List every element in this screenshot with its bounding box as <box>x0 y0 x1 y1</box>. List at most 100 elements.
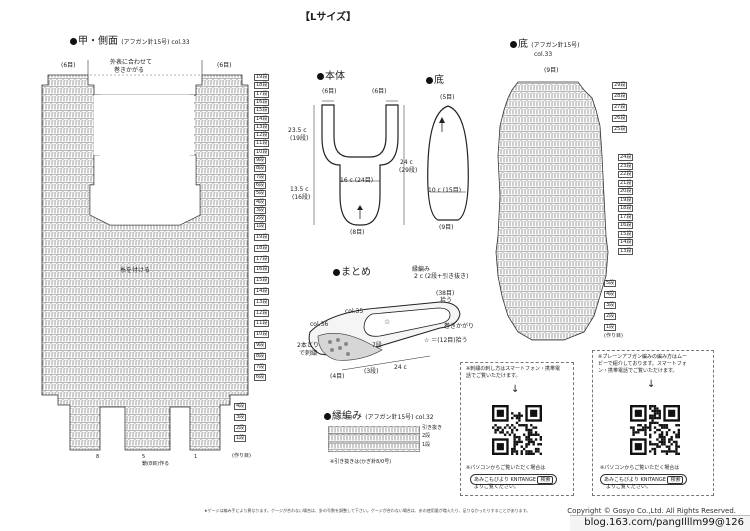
qr-right-search-pill[interactable]: あみこもびより KNITANGE 検索 <box>600 474 688 485</box>
row-label: 7段 <box>254 173 267 181</box>
row-label: 18段 <box>618 205 634 212</box>
row-label: 20段 <box>618 188 634 195</box>
sole-top-count: (9目) <box>544 67 559 74</box>
row-label: 11段 <box>254 320 270 328</box>
body-right-count: (6目) <box>372 88 387 95</box>
qr-right-note-3: ン・携帯電話でご覧いただけます。 <box>598 368 678 374</box>
sole-small-title: 底 <box>426 76 444 86</box>
body-h1: 23.5 c <box>288 127 307 134</box>
sole-small-bottom: (9目) <box>439 224 454 231</box>
upper-note-1: 外表に合わせて <box>110 59 153 66</box>
qr-left-search-pill[interactable]: あみこもびより KNITANGE 検索 <box>470 474 558 485</box>
row-label: 13段 <box>254 123 270 131</box>
row-label: 2段 <box>604 313 617 320</box>
body-width: 16 c (24目) <box>340 177 374 184</box>
upper-num-1: 1 <box>194 454 198 460</box>
row-label: 23段 <box>618 162 634 170</box>
sole-section-title: 底 (アフガン針15号) <box>510 40 580 50</box>
row-label: 16段 <box>618 222 634 229</box>
sole-tail-note: (作り目) <box>604 333 623 339</box>
sole-col: col.33 <box>534 51 553 58</box>
upper-bottom-note: 鎖(8目)作る <box>142 461 170 467</box>
row-label: 3段 <box>234 413 247 421</box>
row-label: 26段 <box>612 115 628 122</box>
body-h1-rows: (19段) <box>290 135 309 142</box>
sole-small-diagram <box>427 105 469 221</box>
row-label: 24段 <box>618 154 634 161</box>
assembly-side-2: で刺繍 <box>299 350 318 357</box>
qr-right-note-2: ビーで紹介しております。スマートフォ <box>598 361 687 367</box>
row-label: 4段 <box>254 198 267 206</box>
row-label: 4段 <box>604 291 617 298</box>
row-label: 1段 <box>254 223 267 231</box>
sole-small-top: (5目) <box>440 94 455 101</box>
footnote: ★ゲージは編み手により異なります。ゲージが合わない場合は、針の号数を調整して下さ… <box>204 508 531 513</box>
qr-right-arrow-icon: ↓ <box>647 379 656 390</box>
qr-left-after: よりご覧ください。 <box>474 484 519 490</box>
row-label: 8段 <box>254 352 267 360</box>
qr-code-left[interactable] <box>492 405 542 455</box>
bullet-icon <box>70 37 77 45</box>
assembly-three: (3段) <box>364 368 379 375</box>
upper-num-8: 8 <box>96 454 100 460</box>
row-label: 12段 <box>254 132 270 140</box>
row-label: 2段 <box>234 424 247 432</box>
qr-code-right[interactable] <box>630 405 680 455</box>
assembly-38-pick: 拾う <box>440 297 453 304</box>
page-title: 【Lサイズ】 <box>300 12 357 23</box>
qr-left-note-1: ※刺繍の刺し方はスマートフォン・携帯電 <box>466 366 561 372</box>
row-label: 15段 <box>254 277 270 285</box>
row-label: 18段 <box>254 244 270 252</box>
bullet-icon <box>426 76 433 84</box>
row-label: 19段 <box>254 234 270 241</box>
assembly-edge-1: 縁編み <box>412 266 431 273</box>
assembly-38: (38目) <box>436 290 455 297</box>
row-label: 19段 <box>254 74 270 81</box>
row-label: 21段 <box>618 179 634 187</box>
row-label: 22段 <box>618 171 634 178</box>
sole-small-width: 10 c (15目) <box>428 187 462 194</box>
row-label: 28段 <box>612 93 628 100</box>
sole-chart <box>495 81 609 341</box>
assembly-seven: 7段 <box>372 342 382 349</box>
edging-chart <box>328 426 420 452</box>
body-h2: 13.5 c <box>290 186 309 193</box>
search-button[interactable]: 検索 <box>667 476 684 484</box>
row-label: 10段 <box>254 148 270 156</box>
row-label: 16段 <box>254 98 270 106</box>
body-bottom: (8目) <box>350 229 365 236</box>
edging-row-pull: 引き抜き <box>422 425 443 431</box>
upper-num-5: 5 <box>142 454 146 460</box>
row-label: 18段 <box>254 82 270 90</box>
row-label: 1段 <box>234 435 247 443</box>
bullet-icon <box>324 412 331 420</box>
upper-tail-note: (作り目) <box>232 453 251 459</box>
row-label: 13段 <box>618 247 634 255</box>
qr-left-pc: ※パソコンからご覧いただく場合は <box>466 465 546 471</box>
upper-chart <box>41 60 249 451</box>
assembly-side-1: 2本どり <box>297 342 319 349</box>
row-label: 25段 <box>612 126 628 133</box>
row-label: 9段 <box>254 342 267 349</box>
row-label: 3段 <box>254 206 267 214</box>
row-label: 6段 <box>254 181 267 189</box>
blog-url[interactable]: blog.163.com/pangIlllm99@126 <box>584 517 744 528</box>
row-label: 7段 <box>254 363 267 371</box>
upper-thread-note: 糸を付ける <box>120 267 151 274</box>
row-label: 5段 <box>604 280 617 287</box>
row-label: 15段 <box>618 230 634 238</box>
row-label: 19段 <box>618 196 634 204</box>
qr-right-note-1: ※プレーンアフガン編みの編み方はムー <box>598 354 687 360</box>
assembly-star: ☆ ＝(12目)拾う <box>424 337 468 344</box>
edging-row-1: 1段 <box>422 442 431 448</box>
row-label: 10段 <box>254 331 270 339</box>
edging-row-2: 2段 <box>422 433 431 439</box>
search-button[interactable]: 検索 <box>537 476 554 484</box>
edging-note: ※引き抜きは(かぎ針8/0号) <box>330 459 392 465</box>
qr-right-after: よりご覧ください。 <box>606 484 651 490</box>
upper-left-count: (6目) <box>61 62 76 69</box>
body-total: 24 c <box>400 159 413 166</box>
blog-bar <box>570 515 750 531</box>
edging-title: 縁編み (アフガン針15号) col.32 <box>324 412 434 422</box>
bullet-icon <box>317 72 324 80</box>
